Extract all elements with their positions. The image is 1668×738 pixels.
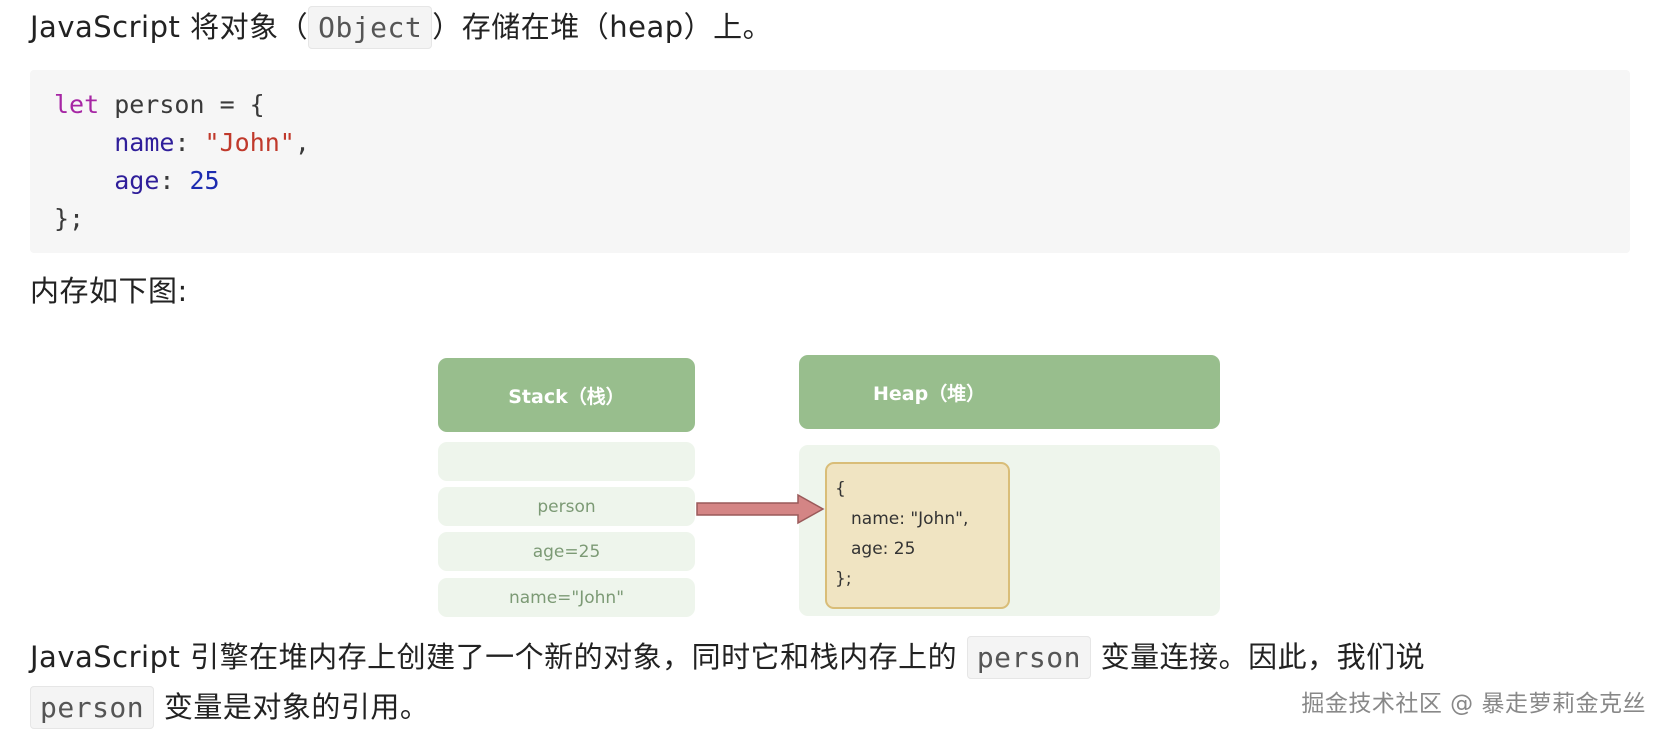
- intro-paragraph: JavaScript 将对象（Object）存储在堆（heap）上。: [30, 2, 772, 53]
- conclusion-line-1: JavaScript 引擎在堆内存上创建了一个新的对象，同时它和栈内存上的 pe…: [30, 632, 1425, 683]
- arrow-shape: [696, 493, 825, 525]
- code-comma: ,: [294, 128, 310, 157]
- object-age-line: age: 25: [851, 539, 916, 559]
- inline-code-person-2: person: [30, 686, 155, 729]
- inline-code-object: Object: [308, 6, 433, 49]
- code-colon: :: [174, 128, 205, 157]
- object-close-brace: };: [835, 569, 852, 589]
- code-block: let person = { name: "John", age: 25 };: [30, 70, 1630, 253]
- conclusion-text-end: 变量连接。因此，我们说: [1090, 640, 1426, 674]
- heap-object: { name: "John", age: 25 };: [825, 462, 1010, 609]
- object-open-brace: {: [835, 479, 846, 499]
- heap-header: Heap（堆）: [799, 355, 1220, 429]
- watermark: 掘金技术社区 @ 暴走萝莉金克丝: [1301, 691, 1646, 717]
- code-colon: :: [159, 166, 190, 195]
- inline-code-person: person: [966, 636, 1091, 679]
- object-name-line: name: "John",: [851, 509, 969, 529]
- code-string-john: "John": [204, 128, 295, 157]
- code-line4: };: [54, 204, 85, 233]
- stack-header: Stack（栈）: [438, 358, 695, 432]
- conclusion-line-2: person 变量是对象的引用。: [30, 682, 429, 733]
- intro-text: JavaScript 将对象（: [30, 10, 309, 44]
- stack-slot-name: name="John": [438, 578, 695, 617]
- stack-slot-person: person: [438, 487, 695, 526]
- memory-caption: 内存如下图:: [30, 274, 188, 308]
- code-line1-rest: person = {: [99, 90, 265, 119]
- code-prop-age: age: [114, 166, 160, 195]
- intro-text-end: ）存储在堆（heap）上。: [432, 10, 773, 44]
- stack-slot-age: age=25: [438, 532, 695, 571]
- code-number-25: 25: [189, 166, 220, 195]
- conclusion-text: JavaScript 引擎在堆内存上创建了一个新的对象，同时它和栈内存上的: [30, 640, 967, 674]
- conclusion-text-2: 变量是对象的引用。: [154, 690, 430, 724]
- code-keyword-let: let: [54, 90, 100, 119]
- stack-slot-empty: [438, 442, 695, 481]
- heap-area: [799, 445, 1220, 616]
- code-prop-name: name: [114, 128, 175, 157]
- reference-arrow: [696, 493, 825, 525]
